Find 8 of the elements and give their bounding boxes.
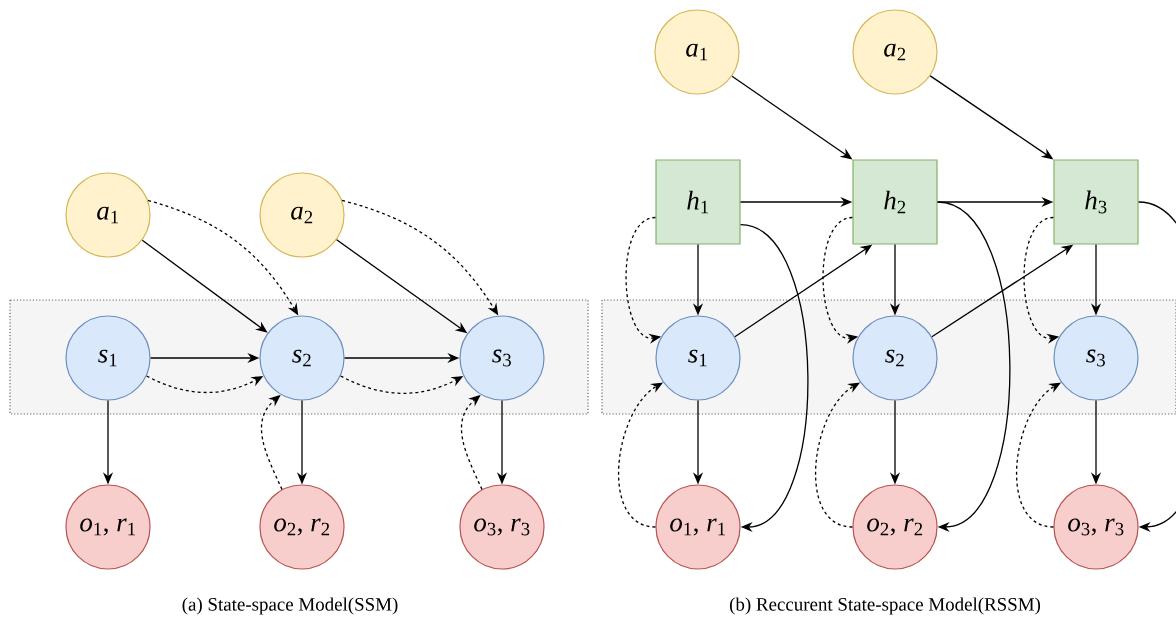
arrow (739, 224, 809, 533)
caption: (a) State-space Model(SSM) (182, 597, 398, 615)
arrow (1137, 201, 1176, 533)
hidden-state-box: h$_{2}$ (852, 159, 938, 245)
arrow (936, 201, 1011, 533)
caption: (b) Reccurent State-space Model(RSSM) (729, 597, 1041, 615)
hidden-state-box: h$_{1}$ (655, 159, 741, 245)
hidden-state-box: h$_{3}$ (1053, 159, 1139, 245)
